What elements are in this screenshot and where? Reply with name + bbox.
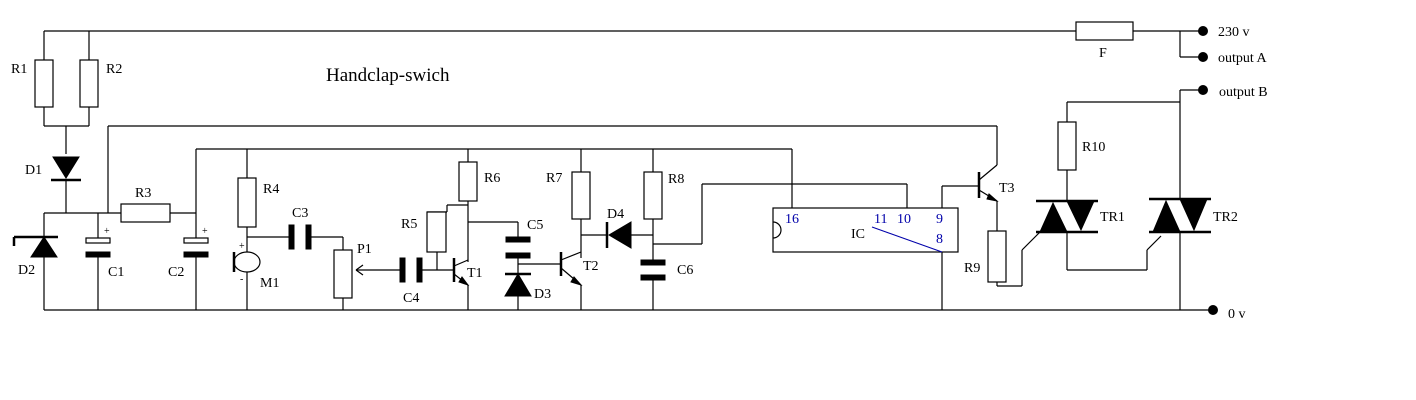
microphone-m1 — [232, 251, 261, 273]
label-r2: R2 — [106, 62, 122, 77]
label-tr2: TR2 — [1213, 210, 1238, 225]
label-ic: IC — [851, 227, 865, 242]
label-c5: C5 — [527, 218, 543, 233]
ic-pin-10: 10 — [897, 212, 911, 227]
m1-plus-sign: + — [239, 241, 245, 252]
fuse-f — [1075, 21, 1134, 41]
potentiometer-wiper-arrow — [355, 264, 364, 276]
label-c1: C1 — [108, 265, 124, 280]
terminal-dots — [1198, 26, 1218, 315]
diode-d1 — [51, 156, 81, 182]
resistor-r10 — [1057, 121, 1077, 171]
resistor-r5 — [426, 211, 447, 253]
label-r9: R9 — [964, 261, 980, 276]
capacitor-c3 — [288, 224, 312, 250]
diode-d3 — [504, 272, 532, 297]
label-c2: C2 — [168, 265, 184, 280]
resistor-r2 — [79, 59, 99, 108]
wires — [43, 30, 1213, 311]
label-p1: P1 — [357, 242, 372, 257]
label-c6: C6 — [677, 263, 693, 278]
diode-d4 — [605, 221, 632, 249]
transistor-t1 — [452, 258, 470, 286]
diagram-title: Handclap-swich — [326, 65, 450, 86]
resistor-r7 — [571, 171, 591, 220]
label-t3: T3 — [999, 181, 1015, 196]
resistor-r1 — [34, 59, 54, 108]
label-t2: T2 — [583, 259, 599, 274]
label-r5: R5 — [401, 217, 417, 232]
terminal-label-0v: 0 v — [1228, 307, 1246, 322]
label-r4: R4 — [263, 182, 279, 197]
label-d4: D4 — [607, 207, 624, 222]
integrated-circuit-ic — [772, 207, 959, 253]
label-r10: R10 — [1082, 140, 1105, 155]
c1-plus-sign: + — [104, 226, 110, 237]
capacitor-c4 — [399, 257, 423, 283]
label-r1: R1 — [11, 62, 27, 77]
resistor-r8 — [643, 171, 663, 220]
triac-tr2 — [1149, 197, 1211, 234]
m1-minus-sign: - — [240, 274, 243, 285]
label-f: F — [1099, 46, 1107, 61]
terminal-label-230v: 230 v — [1218, 25, 1250, 40]
resistor-r6 — [458, 161, 478, 202]
triac-tr1 — [1036, 199, 1098, 234]
capacitor-c1 — [85, 237, 111, 258]
zener-diode-d2 — [12, 235, 58, 258]
label-d1: D1 — [25, 163, 42, 178]
ic-pin-16: 16 — [785, 212, 799, 227]
c2-plus-sign: + — [202, 226, 208, 237]
label-c3: C3 — [292, 206, 308, 221]
label-d2: D2 — [18, 263, 35, 278]
label-tr1: TR1 — [1100, 210, 1125, 225]
capacitor-c5 — [505, 236, 531, 259]
label-d3: D3 — [534, 287, 551, 302]
label-m1: M1 — [260, 276, 279, 291]
resistor-r9 — [987, 230, 1007, 283]
capacitor-c2 — [183, 237, 209, 258]
label-r3: R3 — [135, 186, 151, 201]
transistor-t3 — [977, 164, 999, 202]
label-c4: C4 — [403, 291, 419, 306]
potentiometer-p1 — [333, 249, 353, 299]
label-r7: R7 — [546, 171, 562, 186]
resistor-r4 — [237, 177, 257, 228]
ic-pin-11: 11 — [874, 212, 887, 227]
terminal-label-output-b: output B — [1219, 85, 1268, 100]
ic-pin-8: 8 — [936, 232, 943, 247]
ic-pin-9: 9 — [936, 212, 943, 227]
transistor-t2 — [559, 251, 583, 286]
label-t1: T1 — [467, 266, 483, 281]
label-r8: R8 — [668, 172, 684, 187]
label-r6: R6 — [484, 171, 500, 186]
terminal-label-output-a: output A — [1218, 51, 1268, 66]
capacitor-c6 — [640, 259, 666, 281]
resistor-r3 — [120, 203, 171, 223]
